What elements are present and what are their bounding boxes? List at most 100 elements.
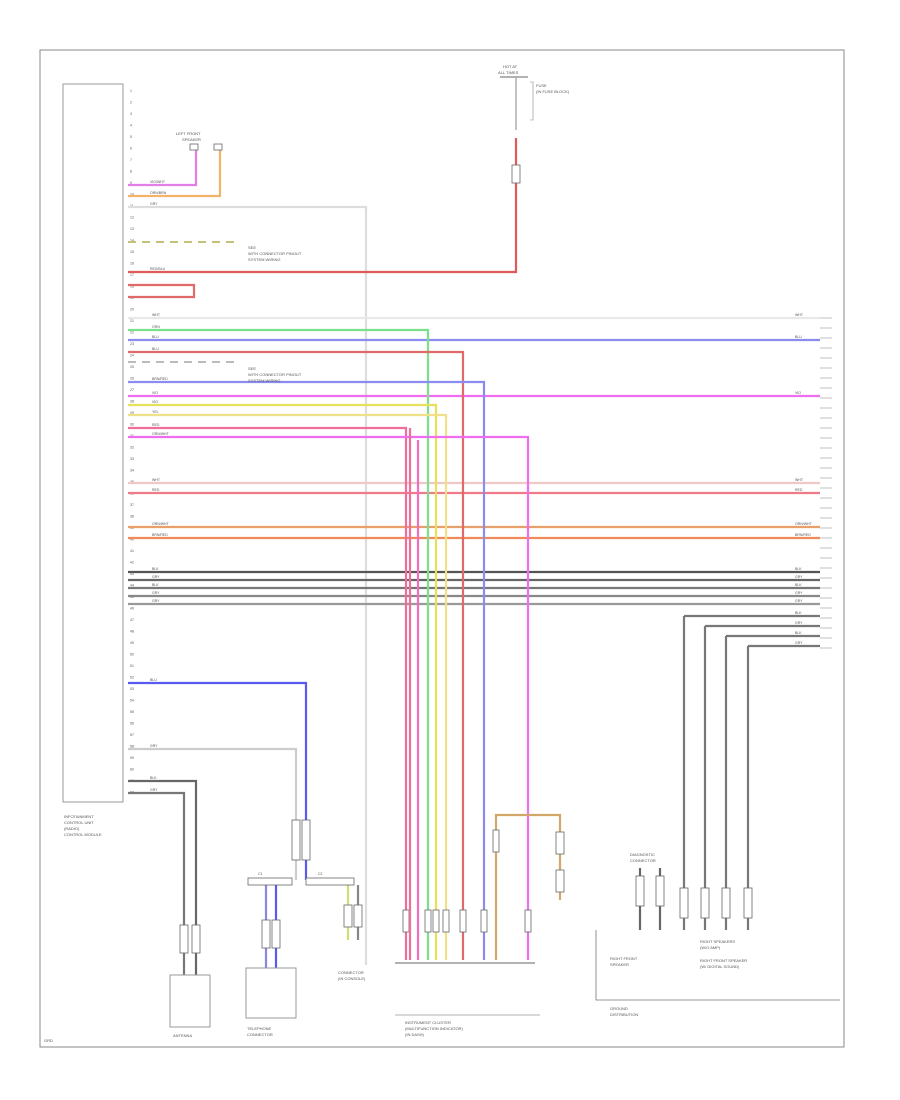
svg-text:C1: C1 — [258, 872, 263, 876]
wire-red-loop — [128, 283, 196, 299]
svg-text:SPEAKER: SPEAKER — [610, 962, 629, 967]
wire-color-label: GRY — [795, 575, 803, 579]
telephone-wire-connector — [291, 819, 301, 861]
wire-color-label: GRY — [150, 202, 158, 206]
svg-text:CONTROL MODULE: CONTROL MODULE — [64, 832, 102, 837]
wire-fuse-feed — [128, 138, 518, 274]
wire-color-label: BLK — [152, 567, 159, 571]
svg-text:CONTROL UNIT: CONTROL UNIT — [64, 820, 94, 825]
pin-number: 37 — [130, 503, 134, 507]
console-lead-connector — [353, 904, 363, 928]
svg-text:WITH CONNECTOR PINOUT: WITH CONNECTOR PINOUT — [248, 372, 302, 377]
telephone-connector: TELEPHONE CONNECTOR — [245, 967, 297, 1037]
pin-number: 12 — [130, 216, 134, 220]
pin-number: 29 — [130, 411, 134, 415]
wire-color-label: VIO/WHT — [150, 180, 166, 184]
pin-number: 16 — [130, 262, 134, 266]
wire-color-label: ORN/WHT — [152, 522, 170, 526]
wire-telephone-gray — [128, 747, 298, 880]
svg-text:HOT AT: HOT AT — [503, 64, 518, 69]
pin-number: 57 — [130, 733, 134, 737]
wire-to-cluster — [128, 413, 448, 960]
diagnostic-connector — [655, 875, 665, 907]
pin-number: 47 — [130, 618, 134, 622]
wire-to-cluster — [128, 403, 438, 960]
telephone-wire-connector — [301, 819, 311, 861]
console-lead-connector — [343, 904, 353, 928]
wire-color-label: ORN/WHT — [795, 522, 813, 526]
svg-text:WITH CONNECTOR PINOUT: WITH CONNECTOR PINOUT — [248, 251, 302, 256]
svg-text:SYSTEM WIRING: SYSTEM WIRING — [248, 257, 280, 262]
wire-to-cluster — [128, 435, 530, 960]
wire-color-label: BLU — [795, 335, 802, 339]
wire-color-label: BLK — [150, 776, 157, 780]
svg-text:SEE: SEE — [248, 245, 256, 250]
svg-text:SEE: SEE — [248, 366, 256, 371]
pin-number: 48 — [130, 630, 134, 634]
svg-text:RIGHT SPEAKERS: RIGHT SPEAKERS — [700, 939, 735, 944]
wire-color-label: BRN/RED — [795, 533, 811, 537]
tan-connector-b — [555, 869, 565, 893]
pin-number: 18 — [130, 285, 134, 289]
pin-number: 42 — [130, 561, 134, 565]
pin-number: 23 — [130, 342, 134, 346]
pin-number: 56 — [130, 722, 134, 726]
pin-number: 26 — [130, 377, 134, 381]
svg-text:C2: C2 — [318, 872, 323, 876]
svg-text:DIAGNOSTIC: DIAGNOSTIC — [630, 852, 655, 857]
pin-number: 1 — [130, 89, 132, 93]
pin-number: 28 — [130, 400, 134, 404]
wire-color-label: GRN — [152, 325, 160, 329]
svg-text:(RADIO): (RADIO) — [64, 826, 80, 831]
pin-number: 41 — [130, 549, 134, 553]
wire-color-label: BLK — [795, 611, 802, 615]
wire-color-label: GRY — [150, 744, 158, 748]
right-speaker-connector — [679, 887, 689, 919]
antenna-connector — [179, 924, 189, 954]
wire-to-cluster — [128, 350, 465, 960]
svg-text:(IN FUSE BLOCK): (IN FUSE BLOCK) — [536, 89, 570, 94]
tan-connector-a — [555, 831, 565, 855]
control-module-box — [62, 83, 124, 803]
wire-color-label: VIO — [795, 391, 801, 395]
wire-color-label: BRN/RED — [152, 533, 168, 537]
fuse-connector — [511, 164, 521, 184]
wire-gray-vertical — [128, 205, 368, 965]
wire-layer — [128, 138, 832, 975]
control-module-label: INFOTAINMENT CONTROL UNIT (RADIO) CONTRO… — [64, 814, 102, 837]
wire-to-cluster — [128, 380, 486, 960]
pin-number: 54 — [130, 699, 134, 703]
pin-number: 51 — [130, 664, 134, 668]
pin-number: 24 — [130, 354, 134, 358]
pin-number: 25 — [130, 365, 134, 369]
svg-text:INSTRUMENT CLUSTER: INSTRUMENT CLUSTER — [405, 1020, 451, 1025]
pin-number: 58 — [130, 745, 134, 749]
pin-number: 8 — [130, 170, 132, 174]
pin-number: 53 — [130, 687, 134, 691]
note-a: SEE WITH CONNECTOR PINOUT SYSTEM WIRING — [248, 245, 302, 262]
svg-text:TELEPHONE: TELEPHONE — [247, 1026, 272, 1031]
wire-color-label: GRY — [795, 621, 803, 625]
pin-number: 22 — [130, 331, 134, 335]
wire-antenna-a — [128, 779, 198, 975]
svg-text:LEFT FRONT: LEFT FRONT — [176, 131, 201, 136]
wire-color-label: ORN/WHT — [152, 432, 170, 436]
wire-color-label: RED/BLU — [150, 267, 166, 271]
right-speaker-connector — [721, 887, 731, 919]
svg-text:RIGHT FRONT: RIGHT FRONT — [610, 956, 638, 961]
wire-color-label: WHT — [795, 478, 804, 482]
page-tag: GRD — [44, 1038, 53, 1043]
pin-number: 21 — [130, 319, 134, 323]
pin-number: 3 — [130, 112, 132, 116]
wire-color-label: WHT — [152, 313, 161, 317]
antenna-component: ANTENNA — [169, 974, 211, 1038]
svg-text:DISTRIBUTION: DISTRIBUTION — [610, 1012, 638, 1017]
wire-color-label: GRY — [795, 599, 803, 603]
svg-text:SPEAKER: SPEAKER — [182, 137, 201, 142]
diagnostic-connector — [635, 875, 645, 907]
pin-number: 27 — [130, 388, 134, 392]
wire-to-cluster — [128, 328, 430, 960]
pin-number: 38 — [130, 515, 134, 519]
svg-text:SYSTEM WIRING: SYSTEM WIRING — [248, 378, 280, 383]
pin-number: 46 — [130, 607, 134, 611]
